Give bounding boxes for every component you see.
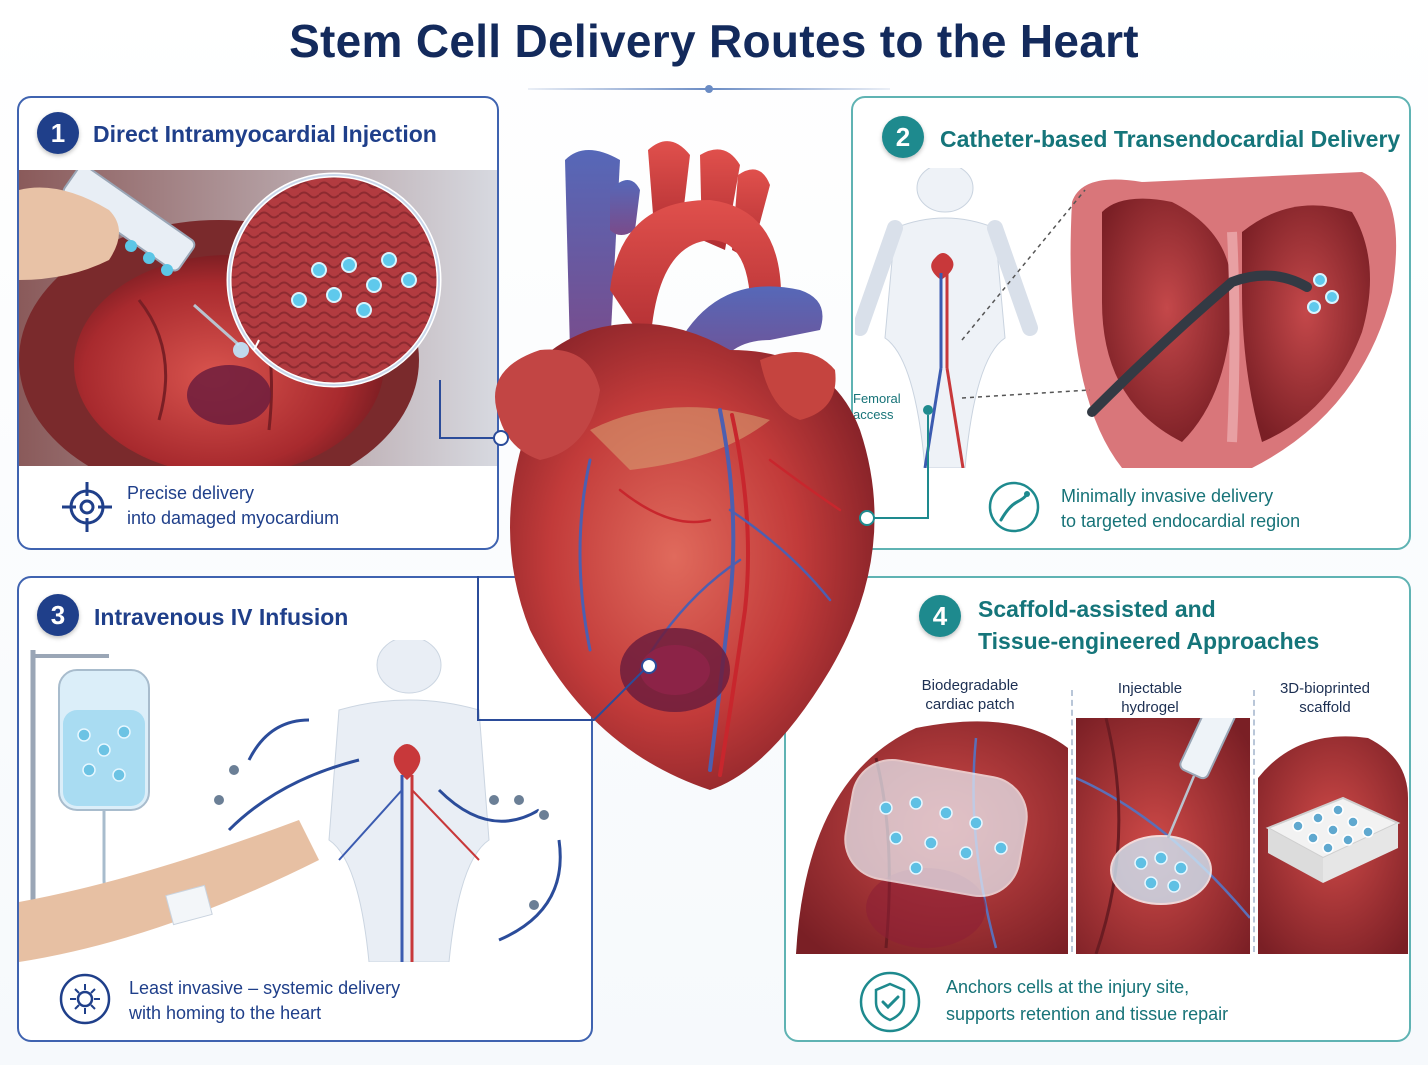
step-badge-1: 1 [37, 112, 79, 154]
scaffold-divider-1 [1071, 690, 1073, 952]
panel-3-caption-line2: with homing to the heart [129, 1003, 322, 1023]
femoral-access-line1: Femoral [853, 391, 901, 406]
crosshair-icon [62, 482, 112, 532]
hydrogel-illustration [1076, 718, 1250, 954]
sub-label-bioprinted-line2: scaffold [1299, 699, 1351, 716]
heart-cross-section-illustration [1070, 172, 1397, 468]
sub-label-hydrogel-line1: Injectable [1117, 680, 1183, 697]
panel-2-caption-line1: Minimally invasive delivery [1061, 486, 1274, 506]
page-title: Stem Cell Delivery Routes to the Heart [289, 15, 1139, 67]
bioprinted-scaffold-illustration [1258, 736, 1408, 954]
step-badge-4: 4 [919, 595, 961, 637]
iv-infusion-illustration [19, 640, 562, 962]
panel-2-caption-line2: to targeted endocardial region [1061, 511, 1301, 531]
panel-4-caption-line1: Anchors cells at the injury site, [946, 977, 1190, 997]
panel-3-caption-line1: Least invasive – systemic delivery [129, 978, 401, 998]
injection-illustration [19, 170, 497, 466]
shield-check-icon [859, 971, 921, 1033]
panel-2-title: Catheter-based Transendocardial Delivery [940, 126, 1401, 152]
hotspot-catheter[interactable] [859, 510, 875, 526]
sub-label-hydrogel-line2: hydrogel [1121, 699, 1179, 716]
step-badge-2: 2 [882, 116, 924, 158]
panel-4-title-line1: Scaffold-assisted and [978, 596, 1216, 622]
panel-1-caption-line2: into damaged myocardium [127, 508, 340, 528]
cardiac-patch-illustration [796, 721, 1068, 954]
central-heart-illustration [495, 141, 875, 790]
hotspot-injection[interactable] [493, 430, 509, 446]
hotspot-infarct[interactable] [641, 658, 657, 674]
step-badge-3: 3 [37, 594, 79, 636]
panel-4-title-line2: Tissue-engineered Approaches [978, 628, 1320, 654]
sub-label-patch-line1: Biodegradable [921, 677, 1019, 694]
panel-3-title: Intravenous IV Infusion [94, 604, 349, 630]
sub-label-patch-line2: cardiac patch [925, 696, 1015, 713]
sub-label-bioprinted-line1: 3D-bioprinted [1279, 680, 1371, 697]
scaffold-divider-2 [1253, 690, 1255, 952]
catheter-icon [988, 481, 1040, 533]
cell-homing-icon [59, 973, 111, 1025]
title-underline-dot [705, 85, 713, 93]
panel-1-caption-line1: Precise delivery [127, 483, 255, 503]
panel-4-caption-line2: supports retention and tissue repair [946, 1004, 1229, 1024]
panel-1-title: Direct Intramyocardial Injection [93, 121, 437, 147]
